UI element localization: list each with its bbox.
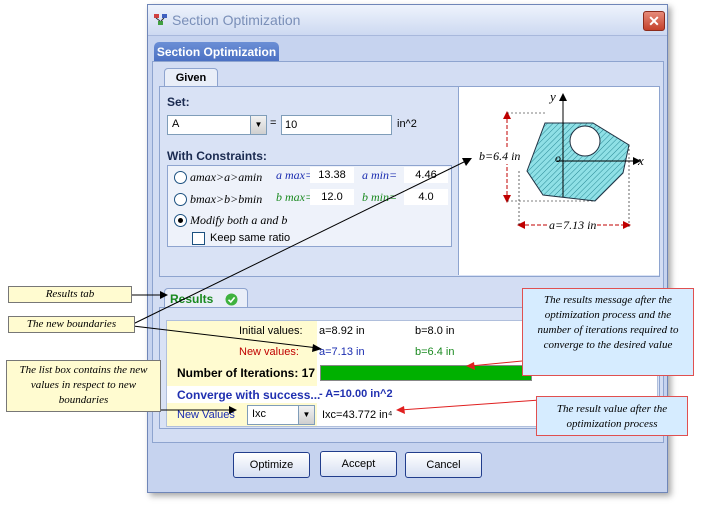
- set-select-value: A: [172, 118, 180, 130]
- b-max-label: b max=: [276, 190, 314, 204]
- cancel-button[interactable]: Cancel: [405, 452, 482, 478]
- callout-new-boundaries: The new boundaries: [8, 316, 135, 333]
- title-bar[interactable]: Section Optimization ✕: [148, 5, 667, 36]
- new-values-selector-label: New Values: [177, 409, 235, 421]
- converge-label: Converge with success...: [177, 388, 321, 402]
- y-axis-label: y: [550, 89, 556, 104]
- new-a-value: a=7.13 in: [319, 346, 365, 358]
- section-diagram: y x o b=6.4 in a=7.13 in: [458, 87, 659, 275]
- check-icon: [225, 293, 238, 306]
- callout-results-tab: Results tab: [8, 286, 132, 303]
- callout-results-message: The results message after the optimizati…: [522, 288, 694, 376]
- callout-list-box: The list box contains the new values in …: [6, 360, 161, 412]
- a-max-input[interactable]: 13.38: [310, 167, 354, 183]
- keep-ratio-checkbox[interactable]: [192, 232, 205, 245]
- radio-b-range[interactable]: [174, 193, 187, 206]
- results-tab-label: Results: [170, 292, 214, 306]
- constraints-label: With Constraints:: [167, 149, 267, 163]
- option-b-range-label: bmax>b>bmin: [190, 192, 263, 206]
- new-values-label: New values:: [239, 346, 299, 358]
- b-min-label: b min=: [362, 190, 398, 204]
- equals-sign: =: [270, 117, 277, 129]
- new-values-select[interactable]: Ixc ▼: [247, 405, 315, 425]
- initial-b-value: b=8.0 in: [415, 325, 455, 337]
- iterations-progress-bar: [320, 365, 532, 381]
- tab-given[interactable]: Given: [164, 68, 218, 87]
- radio-a-range[interactable]: [174, 171, 187, 184]
- set-label: Set:: [167, 95, 190, 109]
- chevron-down-icon[interactable]: ▼: [250, 116, 266, 134]
- tab-results[interactable]: Results: [164, 288, 248, 309]
- keep-ratio-label: Keep same ratio: [210, 232, 291, 244]
- option-modify-both-label: Modify both a and b: [190, 213, 288, 227]
- a-min-input[interactable]: 4.46: [404, 167, 448, 183]
- accept-button[interactable]: Accept: [320, 451, 397, 477]
- iterations-label: Number of Iterations: 17: [177, 366, 316, 380]
- optimize-button[interactable]: Optimize: [233, 452, 310, 478]
- origin-label: o: [555, 151, 561, 165]
- area-unit: in^2: [397, 118, 417, 130]
- close-button[interactable]: ✕: [643, 11, 665, 31]
- callout-result-value: The result value after the optimization …: [536, 396, 688, 436]
- given-panel: Set: A ▼ = 10 in^2 With Constraints: ama…: [159, 86, 660, 277]
- set-select[interactable]: A ▼: [167, 115, 267, 135]
- radio-modify-both[interactable]: [174, 214, 187, 227]
- a-min-label: a min=: [362, 168, 398, 182]
- chevron-down-icon[interactable]: ▼: [298, 406, 314, 424]
- new-values-result: Ixc=43.772 in⁴: [322, 409, 393, 421]
- b-dimension-label: b=6.4 in: [479, 149, 521, 164]
- main-panel: Given Set: A ▼ = 10 in^2 With Constraint…: [152, 61, 664, 443]
- new-b-value: b=6.4 in: [415, 346, 455, 358]
- initial-a-value: a=8.92 in: [319, 325, 365, 337]
- app-icon: [154, 14, 167, 25]
- b-min-input[interactable]: 4.0: [404, 189, 448, 205]
- a-max-label: a max=: [276, 168, 314, 182]
- window-title: Section Optimization: [172, 12, 301, 28]
- option-a-range-label: amax>a>amin: [190, 170, 263, 184]
- converge-value: - A=10.00 in^2: [319, 388, 393, 400]
- a-dimension-label: a=7.13 in: [549, 218, 597, 233]
- new-values-select-value: Ixc: [252, 408, 267, 420]
- set-value-input[interactable]: 10: [281, 115, 392, 135]
- progress-fill: [321, 366, 531, 380]
- constraints-box: amax>a>amin a max= 13.38 a min= 4.46 bma…: [167, 165, 452, 247]
- initial-values-label: Initial values:: [239, 325, 303, 337]
- tab-section-optimization[interactable]: Section Optimization: [154, 42, 279, 62]
- x-axis-label: x: [638, 153, 644, 168]
- section-shape-drawing: [503, 93, 641, 229]
- b-max-input[interactable]: 12.0: [310, 189, 354, 205]
